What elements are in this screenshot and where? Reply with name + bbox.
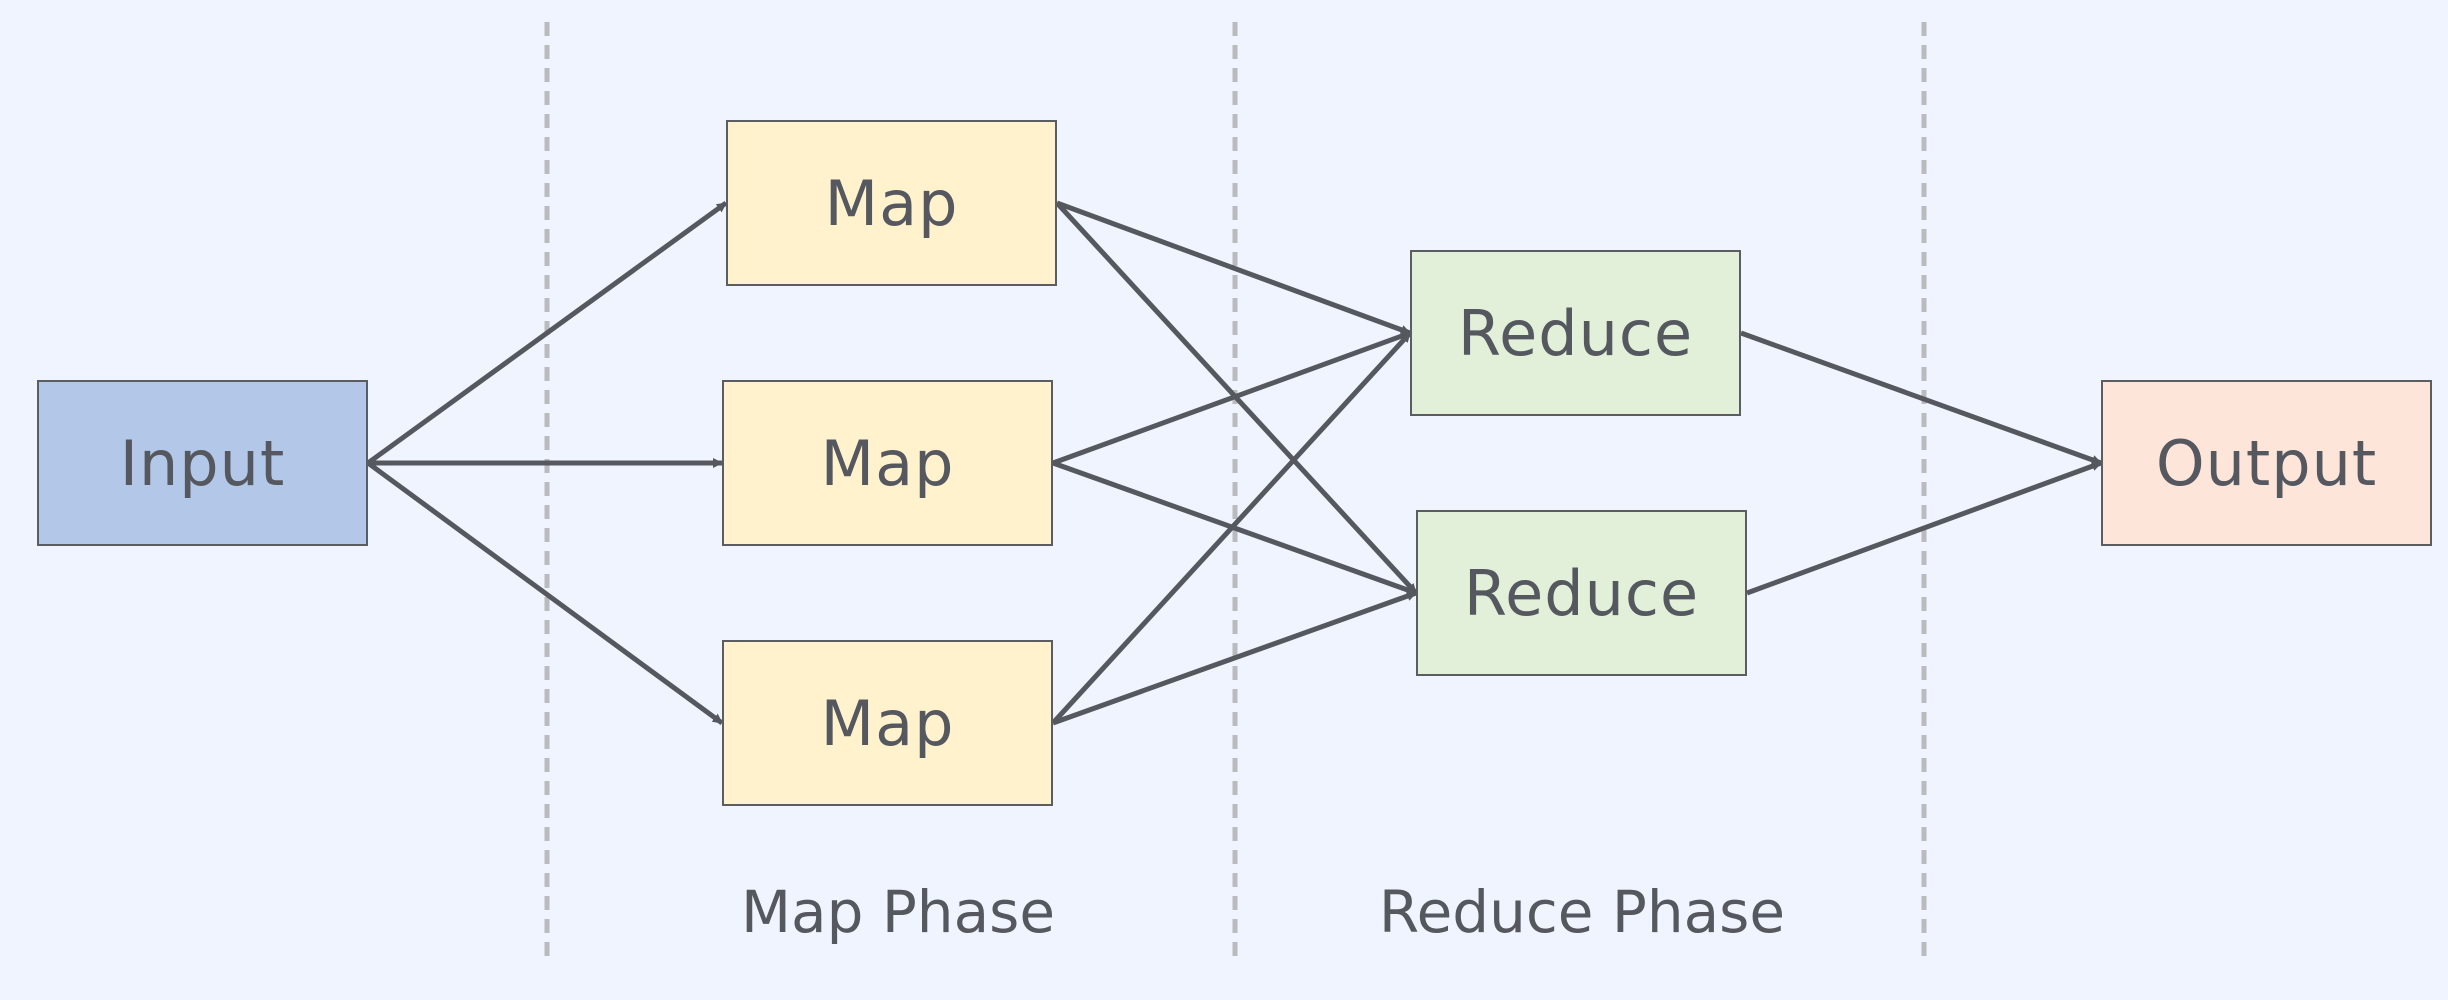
edge-map2-to-reduce1 bbox=[1052, 330, 1411, 466]
reduce-phase-label: Reduce Phase bbox=[1378, 878, 1786, 946]
edge-map3-to-reduce1 bbox=[1051, 331, 1412, 725]
output-node: Output bbox=[2101, 380, 2432, 546]
input-node: Input bbox=[37, 380, 368, 546]
reduce-node-2: Reduce bbox=[1416, 510, 1747, 676]
map-node-2: Map bbox=[722, 380, 1053, 546]
map-phase-label: Map Phase bbox=[740, 878, 1056, 946]
edge-input-to-map1 bbox=[366, 200, 728, 466]
edge-map1-to-reduce1 bbox=[1056, 200, 1411, 336]
edge-reduce1-to-output bbox=[1740, 330, 2102, 466]
reduce-node-1: Reduce bbox=[1410, 250, 1741, 416]
edge-reduce2-to-output bbox=[1746, 460, 2102, 596]
map-node-3: Map bbox=[722, 640, 1053, 806]
edge-map3-to-reduce2 bbox=[1052, 590, 1417, 726]
edge-input-to-map3 bbox=[366, 460, 724, 726]
map-node-1: Map bbox=[726, 120, 1057, 286]
